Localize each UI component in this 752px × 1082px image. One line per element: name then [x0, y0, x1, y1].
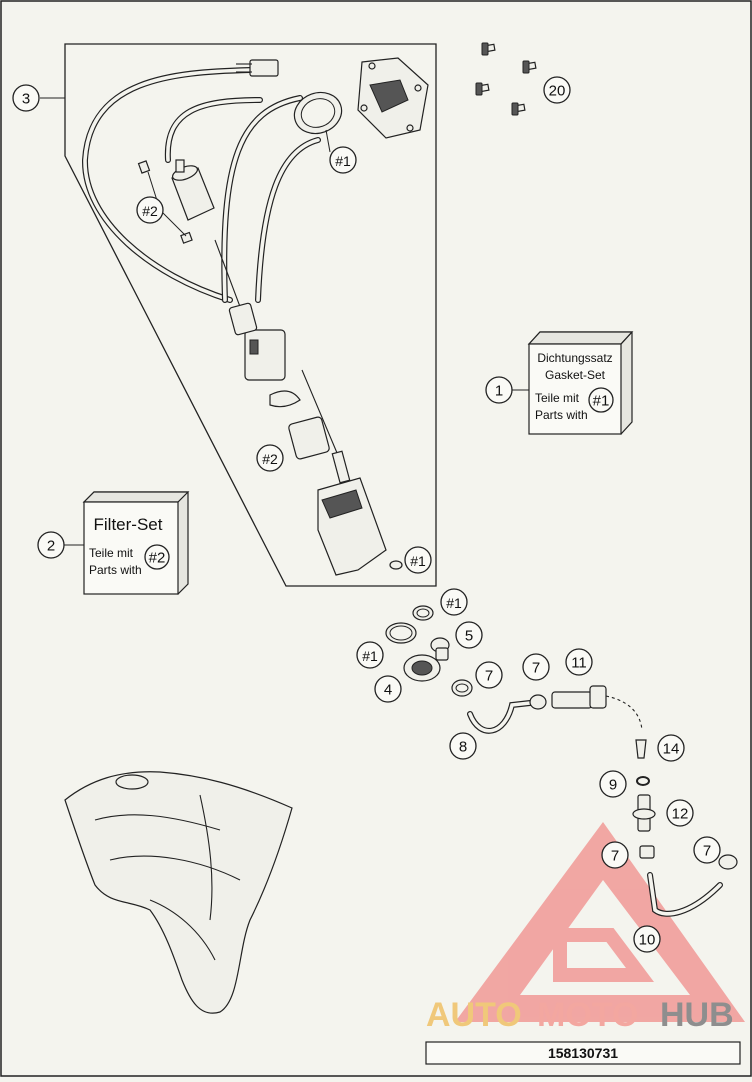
- watermark-hub: HUB: [660, 996, 734, 1034]
- hose-clamp-7: [529, 694, 547, 710]
- pump-flange: [293, 57, 429, 139]
- drawing-number-box: 158130731: [425, 1041, 741, 1065]
- filter-set-parts-en: Parts with: [89, 563, 142, 577]
- svg-text:3: 3: [22, 91, 30, 108]
- gasket-set-parts-de: Teile mit: [535, 391, 580, 405]
- gasket-set-box: Dichtungssatz Gasket-Set Teile mit Parts…: [527, 331, 634, 435]
- svg-text:7: 7: [532, 660, 540, 677]
- svg-text:#1: #1: [335, 153, 351, 169]
- callout-1: 1: [485, 376, 513, 404]
- watermark-logo: [455, 822, 745, 1022]
- gasket-set-title-de: Dichtungssatz: [537, 351, 612, 365]
- fuel-filter: [137, 159, 215, 244]
- svg-text:12: 12: [672, 806, 689, 823]
- svg-text:7: 7: [611, 848, 619, 865]
- filter-set-parts-de: Teile mit: [89, 546, 134, 560]
- svg-text:7: 7: [485, 668, 493, 685]
- gasket-set-ref: #1: [593, 393, 610, 410]
- callout-8: 8: [449, 732, 477, 760]
- hose-clamp-7-right: [639, 845, 738, 870]
- watermark-moto: MOTO: [537, 996, 638, 1034]
- svg-text:#2: #2: [262, 451, 278, 467]
- fuel-tank: [64, 771, 293, 1014]
- seal-rings: [385, 605, 450, 682]
- svg-text:4: 4: [384, 682, 392, 699]
- callout-ref2-filter: #2: [136, 196, 164, 224]
- o-ring-9: [636, 776, 650, 786]
- callout-7-d: 7: [693, 836, 721, 864]
- callout-7-c: 7: [601, 841, 629, 869]
- callout-11: 11: [565, 648, 593, 676]
- callout-20: 20: [543, 76, 571, 104]
- callout-ref1-flange: #1: [329, 146, 357, 174]
- svg-text:2: 2: [47, 538, 55, 555]
- wiring-connector: [236, 59, 279, 77]
- svg-text:1: 1: [495, 383, 503, 400]
- callout-14: 14: [657, 734, 685, 762]
- svg-text:5: 5: [465, 628, 473, 645]
- watermark-text: AUTO MOTO HUB: [426, 996, 734, 1034]
- svg-text:8: 8: [459, 739, 467, 756]
- svg-text:#1: #1: [446, 595, 462, 611]
- gasket-set-parts-en: Parts with: [535, 408, 588, 422]
- svg-text:11: 11: [571, 655, 587, 672]
- callout-ref1-ring-left: #1: [356, 641, 384, 669]
- bolts: [475, 42, 537, 116]
- callout-3: 3: [12, 84, 40, 112]
- watermark-inner-mark: [553, 928, 654, 982]
- callout-ref2-sleeve: #2: [256, 444, 284, 472]
- svg-text:#1: #1: [362, 648, 378, 664]
- callout-12: 12: [666, 799, 694, 827]
- svg-text:#2: #2: [142, 203, 158, 219]
- svg-text:#1: #1: [410, 553, 426, 569]
- svg-text:7: 7: [703, 843, 711, 860]
- svg-text:10: 10: [639, 932, 656, 949]
- callout-4: 4: [374, 675, 402, 703]
- callout-7-b: 7: [475, 661, 503, 689]
- callout-ref1-ring-top: #1: [440, 588, 468, 616]
- svg-text:14: 14: [663, 741, 680, 758]
- assembly-outline: [64, 43, 437, 587]
- watermark-triangle: [455, 822, 745, 1022]
- drawing-number: 158130731: [548, 1045, 618, 1061]
- watermark-auto: AUTO: [426, 996, 522, 1034]
- connector-12: [632, 794, 656, 832]
- elbow-hose-8: [467, 700, 533, 734]
- filter-set-box: Filter-Set Teile mit Parts with #2: [82, 491, 190, 595]
- callout-9: 9: [599, 770, 627, 798]
- filter-set-title: Filter-Set: [94, 515, 163, 534]
- pressure-regulator: [228, 302, 330, 460]
- callout-10: 10: [633, 925, 661, 953]
- fuel-pump: [317, 450, 403, 576]
- filter-set-ref: #2: [149, 550, 166, 567]
- svg-text:9: 9: [609, 777, 617, 794]
- pin-14: [635, 739, 647, 759]
- callout-7-a: 7: [522, 653, 550, 681]
- callout-2: 2: [37, 531, 65, 559]
- hose-10: [647, 872, 723, 917]
- gasket-set-title-en: Gasket-Set: [545, 368, 606, 382]
- leaders: [40, 97, 529, 546]
- hose-clamp-left: [451, 679, 473, 697]
- svg-text:20: 20: [549, 83, 566, 100]
- callout-ref1-pump: #1: [404, 546, 432, 574]
- quick-connector-11: [551, 685, 643, 731]
- callout-5: 5: [455, 621, 483, 649]
